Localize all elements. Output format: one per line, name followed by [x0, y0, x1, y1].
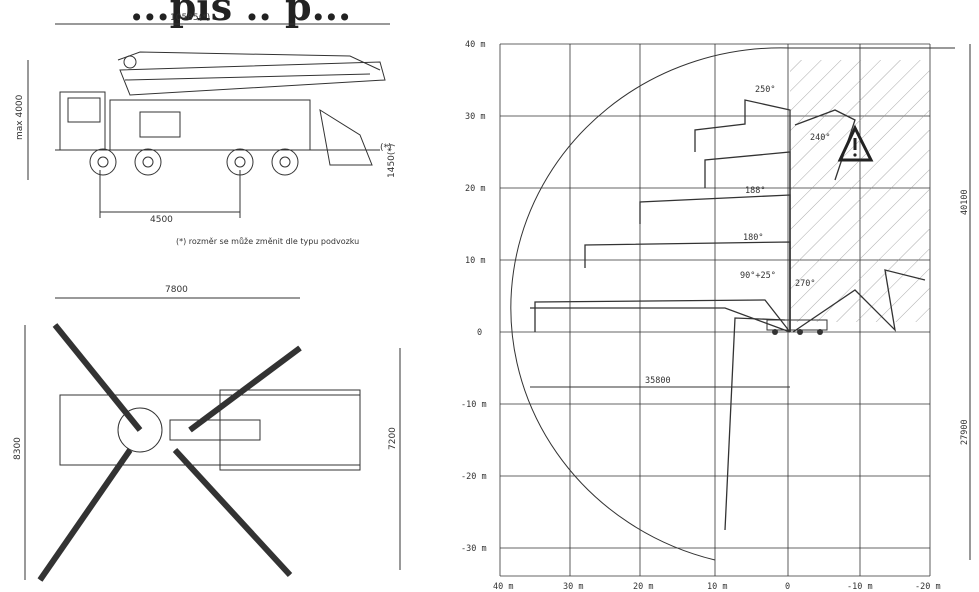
- top-view-diagram: 7800 8300 7200: [13, 285, 401, 582]
- y-tick-neg10: -10 m: [461, 400, 487, 410]
- chassis-note: (*) rozměr se může změnit dle typu podvo…: [176, 237, 360, 246]
- angle-label: 90°+25°: [740, 271, 776, 281]
- y-tick-30: 30 m: [465, 112, 485, 122]
- y-tick-40: 40 m: [465, 40, 485, 50]
- top-width-dim: 7800: [165, 285, 188, 295]
- y-tick-0: 0: [477, 328, 482, 338]
- x-tick-20: 20 m: [633, 582, 653, 592]
- horizontal-reach-dim: 35800: [645, 376, 671, 386]
- angle-label: 250°: [755, 85, 775, 95]
- x-tick-neg20: -20 m: [915, 582, 941, 592]
- side-rear-dim: 1450(*): [387, 144, 397, 178]
- y-tick-neg20: -20 m: [461, 472, 487, 482]
- x-tick-0: 0: [785, 582, 790, 592]
- x-tick-neg10: -10 m: [847, 582, 873, 592]
- x-tick-10: 10 m: [707, 582, 727, 592]
- angle-label: 270°: [795, 279, 815, 289]
- angle-label: 180°: [743, 233, 763, 243]
- x-tick-40: 40 m: [493, 582, 513, 592]
- angle-label: 240°: [810, 133, 830, 143]
- x-tick-30: 30 m: [563, 582, 583, 592]
- depth-reach-dim: 27900: [960, 419, 970, 445]
- height-reach-dim: 40100: [960, 189, 970, 215]
- y-tick-10: 10 m: [465, 256, 485, 266]
- side-length-dim: 10585(*): [170, 13, 210, 23]
- y-tick-neg30: -30 m: [461, 544, 487, 554]
- angle-label: 188°: [745, 186, 765, 196]
- side-axle-dim: 4500: [150, 215, 173, 225]
- side-height-dim: max 4000: [15, 94, 25, 140]
- top-left-dim: 8300: [13, 437, 23, 460]
- reach-chart: 40 m 30 m 20 m 10 m 0 -10 m -20 m -30 m …: [461, 40, 971, 592]
- top-right-dim: 7200: [388, 427, 398, 450]
- side-star-note: (*): [380, 143, 392, 153]
- side-view-diagram: 10585(*) max 4000 (*) 1450(*) 4500: [15, 13, 397, 225]
- y-tick-20: 20 m: [465, 184, 485, 194]
